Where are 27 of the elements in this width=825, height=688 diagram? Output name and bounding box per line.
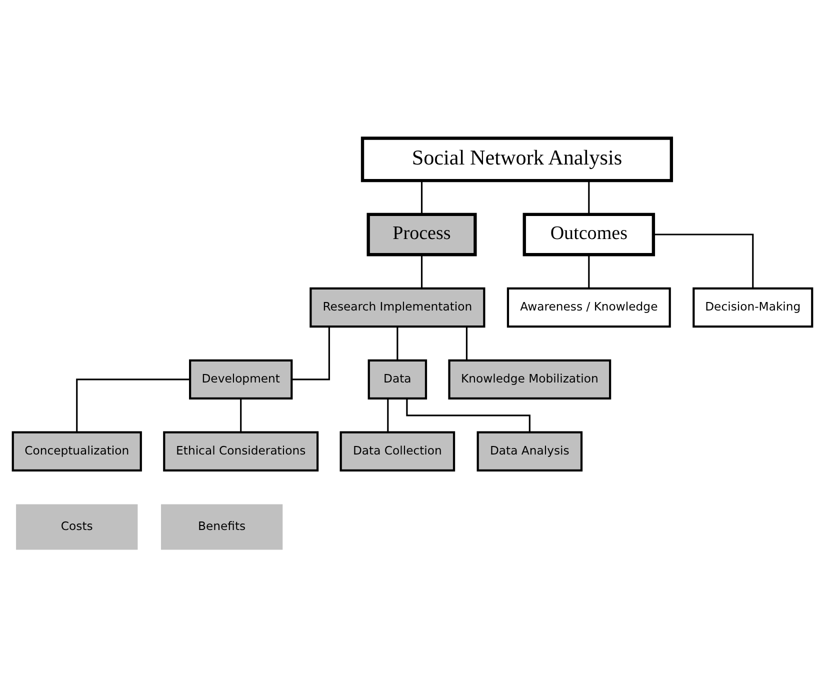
node-box: Development: [189, 359, 293, 400]
node-box: Social Network Analysis: [360, 136, 674, 182]
node-box: Benefits: [160, 504, 283, 550]
connector: [387, 398, 389, 432]
connector: [466, 326, 468, 360]
connector: [76, 378, 190, 432]
node-box: Outcomes: [522, 212, 656, 256]
connector: [406, 398, 530, 432]
node-box: Knowledge Mobilization: [448, 359, 612, 400]
node-box: Costs: [16, 504, 138, 550]
node-box: Process: [366, 212, 477, 256]
node-box: Data Collection: [340, 431, 456, 472]
connector: [240, 398, 242, 432]
node-box: Research Implementation: [310, 287, 486, 328]
connector: [420, 180, 423, 214]
connector: [420, 254, 423, 288]
node-box: Decision-Making: [692, 287, 814, 328]
node-box: Data Analysis: [476, 431, 583, 472]
connector: [292, 326, 330, 380]
node-box: Conceptualization: [12, 431, 142, 472]
node-box: Data: [368, 359, 428, 400]
connector: [654, 234, 754, 288]
connector: [588, 180, 590, 214]
connector: [588, 254, 590, 288]
connector: [396, 326, 398, 360]
node-box: Ethical Considerations: [163, 431, 319, 472]
node-box: Awareness / Knowledge: [506, 287, 671, 328]
